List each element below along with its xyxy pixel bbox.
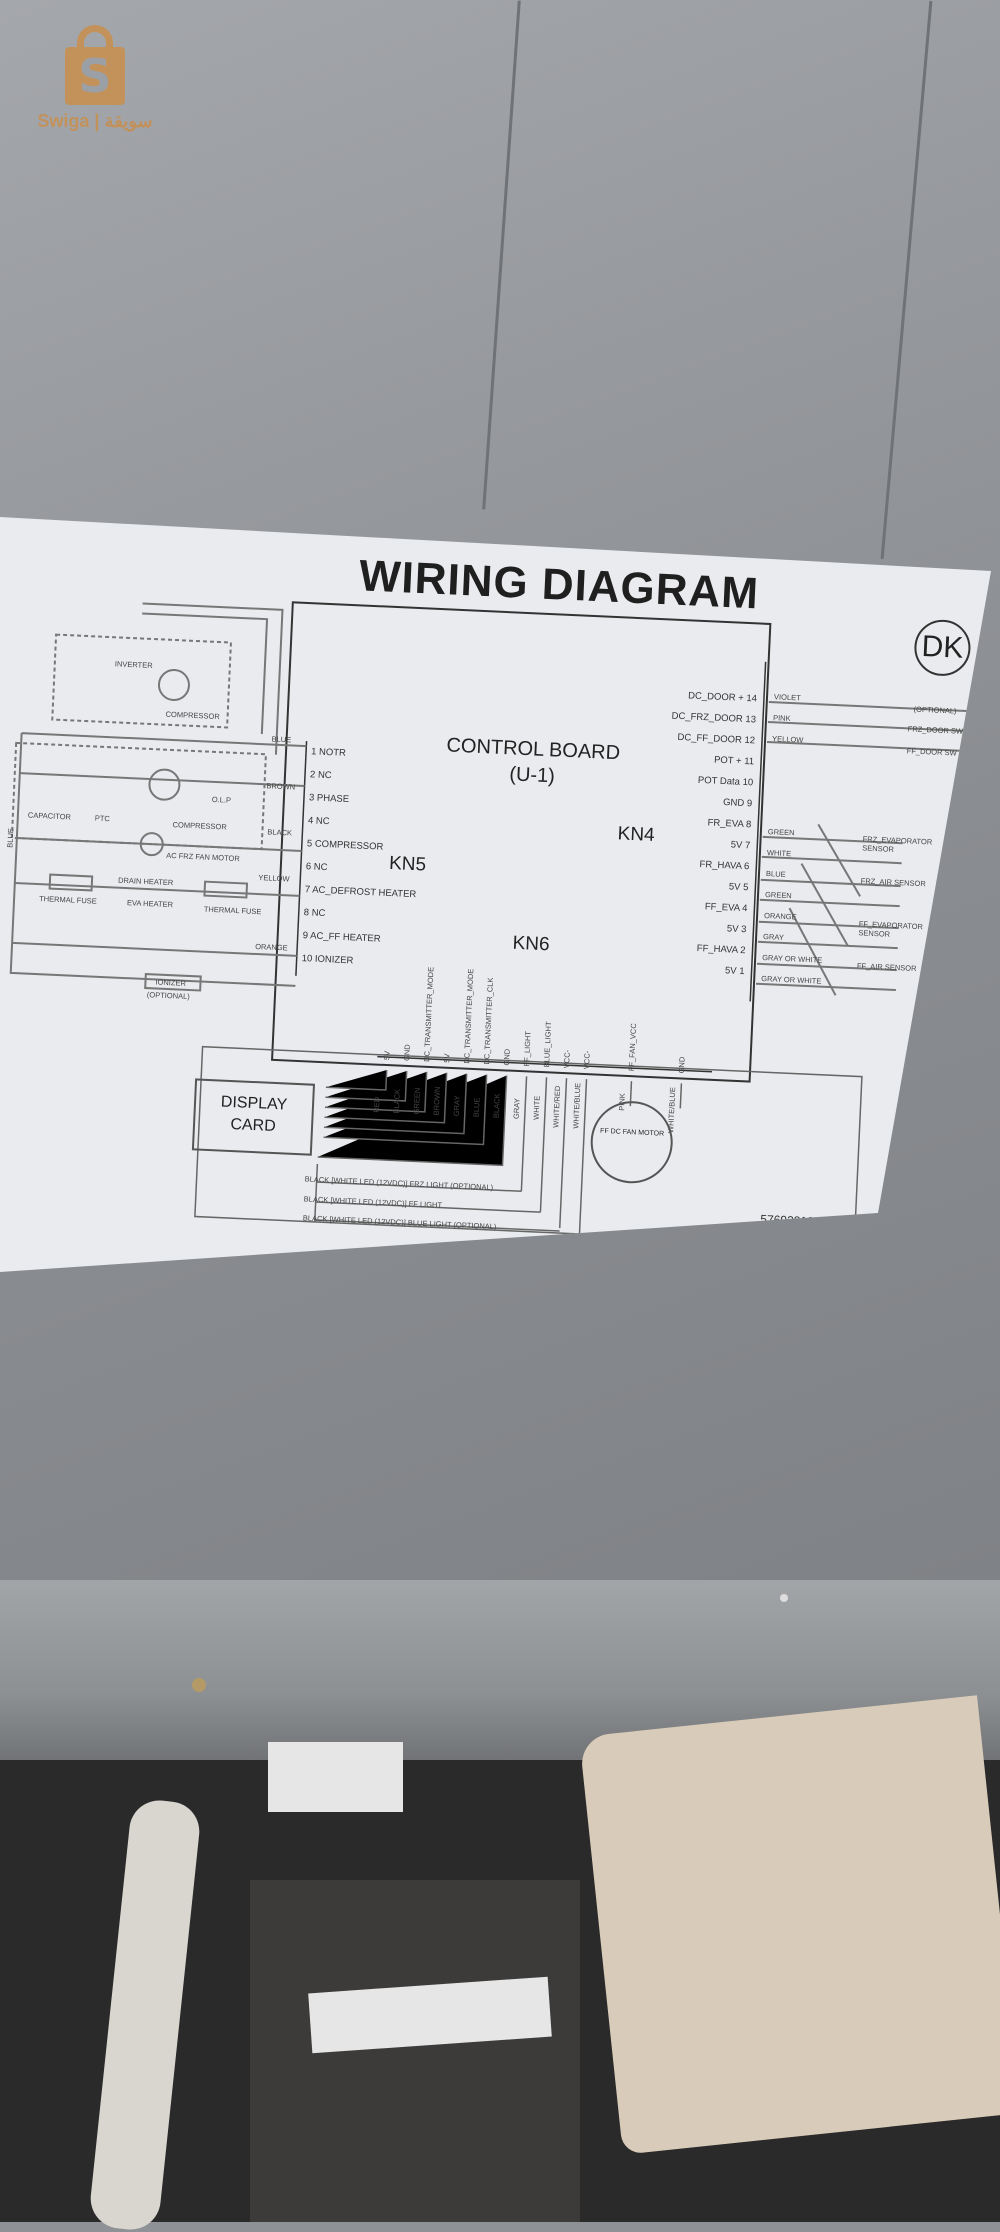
wire-color: ORANGE <box>254 941 288 953</box>
wire-color: BLACK <box>267 827 293 838</box>
control-board-label: CONTROL BOARD (U-1) <box>445 732 621 792</box>
wiring-diagram-label: WIRING DIAGRAM DK CONTROL BOARD (U-1) KN… <box>0 517 991 1272</box>
display-card-box: DISPLAY CARD <box>191 1078 316 1156</box>
wire-color: BLUE <box>5 827 16 848</box>
kn4-pin: 5V 5 <box>728 881 749 894</box>
kn6-pin: GND <box>676 1056 687 1074</box>
led-wire: BLACK <box>302 1213 328 1224</box>
wire-color: GRAY <box>762 931 785 942</box>
wire-color: GREEN <box>411 1087 422 1115</box>
wire-color: WHITE <box>531 1095 542 1121</box>
wire-color: BLACK <box>491 1093 502 1119</box>
kn4-pin: 5V 3 <box>726 923 747 936</box>
kn4-pin: FR_HAVA 6 <box>699 859 750 873</box>
kn4-pin: GND 9 <box>722 797 753 810</box>
bag-icon: S <box>65 47 125 105</box>
led-name: FF LIGHT <box>408 1199 443 1210</box>
diagram-wiring-lines <box>9 601 989 1248</box>
component-label: CAPACITOR <box>27 810 72 822</box>
component-label: O.L.P <box>211 794 232 805</box>
display-card-label-2: CARD <box>230 1116 277 1136</box>
watermark-text: Swiga | سويقة <box>37 111 153 131</box>
wire-color: YELLOW <box>771 734 804 745</box>
kn5-pin: 4 NC <box>307 815 330 828</box>
kn4-pin: FF_EVA 4 <box>704 901 748 915</box>
component-label: (OPTIONAL) <box>146 990 190 1002</box>
screw <box>780 1594 788 1602</box>
kn5-pin: 10 IONIZER <box>301 953 354 967</box>
bag-handle-icon <box>77 25 113 47</box>
wire-color: BLUE <box>271 734 292 745</box>
wire-color: YELLOW <box>258 873 290 884</box>
wire-color: GRAY <box>451 1095 462 1117</box>
kn6-pin: FF_LIGHT <box>522 1030 533 1067</box>
watermark-logo: S Swiga | سويقة <box>15 25 175 132</box>
wire-color: RED <box>371 1096 382 1113</box>
wire-color: PINK <box>772 713 791 724</box>
kn5-pin: 3 PHASE <box>308 792 350 806</box>
kn6-pin: GND <box>502 1048 512 1066</box>
kn4-pin: POT + 11 <box>713 754 755 768</box>
kn4-pin: 5V 1 <box>724 965 745 978</box>
kn4-pin: 5V 7 <box>730 839 751 852</box>
wire-color: BLACK <box>391 1088 402 1114</box>
kn4-pin: FR_EVA 8 <box>707 817 752 831</box>
wire-color: VIOLET <box>773 692 801 703</box>
wire-color: BLUE <box>471 1097 482 1118</box>
kn6-pin: GND <box>402 1044 412 1062</box>
compressor-housing <box>250 1880 580 2222</box>
screw <box>192 1678 206 1692</box>
device-label: FRZ_EVAPORATOR SENSOR <box>862 834 933 854</box>
kn6-pin: 5V <box>382 1050 392 1061</box>
kn6-pin: VCC- <box>581 1050 592 1070</box>
kn4-pin: FF_HAVA 2 <box>696 942 746 957</box>
fan-motor-label: FF DC FAN MOTOR <box>599 1127 665 1138</box>
wire-color: WHITE/RED <box>551 1085 563 1128</box>
drain-tray <box>579 1695 1000 2155</box>
kn5-pin: 6 NC <box>305 861 328 874</box>
wire-color: GREEN <box>764 890 792 901</box>
control-board-outline <box>271 601 772 1083</box>
wire-color: GREEN <box>767 827 795 838</box>
panel-seam <box>880 0 933 560</box>
wire-color: BLUE <box>765 869 786 879</box>
component-label: IONIZER <box>155 977 187 988</box>
kn6-pin: 5V <box>442 1053 452 1063</box>
led-wire: BLACK <box>304 1174 330 1185</box>
component-sticker <box>268 1742 403 1812</box>
connector-kn4: KN4 <box>617 823 656 846</box>
kn5-pin: 2 NC <box>309 769 332 782</box>
device-label: (OPTIONAL) <box>913 704 957 716</box>
connector-kn5: KN5 <box>388 852 427 876</box>
wire-color: ORANGE <box>763 911 797 922</box>
kn5-pin: 8 NC <box>303 907 326 920</box>
kn5-pin: 1 NOTR <box>310 746 347 759</box>
component-label: PTC <box>94 813 111 824</box>
wire-color: BROWN <box>266 781 296 792</box>
wire-color: BROWN <box>431 1086 443 1116</box>
wire-color: GRAY <box>511 1098 522 1120</box>
kn6-pin: VCC- <box>561 1049 572 1069</box>
panel-seam <box>482 0 521 510</box>
led-wire: BLACK <box>303 1194 329 1205</box>
connector-kn6: KN6 <box>512 932 551 956</box>
component-label: INVERTER <box>114 659 153 671</box>
wire-color: WHITE <box>766 848 792 859</box>
